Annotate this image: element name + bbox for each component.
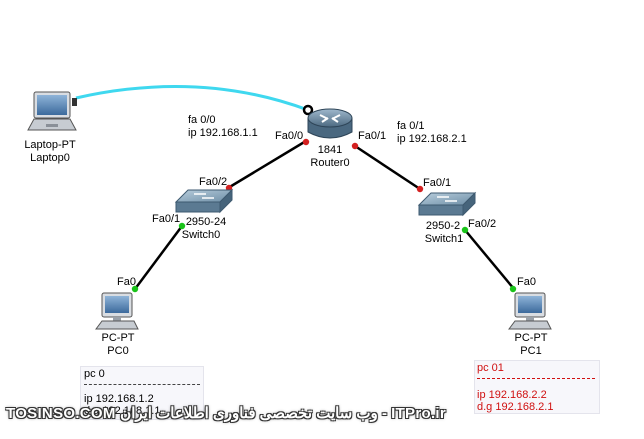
pc1-note-box[interactable] xyxy=(474,360,600,414)
router-name-label: Router0 xyxy=(310,157,350,169)
switch-icon[interactable] xyxy=(417,191,477,217)
laptop-name-label: Laptop0 xyxy=(30,152,70,164)
link-light-sw0-fa01 xyxy=(178,222,186,230)
cable-switch1-pc1[interactable] xyxy=(464,229,515,290)
link-light-router-fa01 xyxy=(351,142,359,150)
port-label-sw1-fa01: Fa0/1 xyxy=(423,177,452,189)
cable-switch0-pc0[interactable] xyxy=(133,225,184,290)
pc0-name-label: PC0 xyxy=(107,345,129,357)
link-light-pc0-fa0 xyxy=(131,285,139,293)
pc0-note-dg: d.g 192.168.1.1 xyxy=(84,405,161,417)
pc0-note-box[interactable] xyxy=(80,366,204,420)
pc0-note-ip: ip 192.168.1.2 xyxy=(84,393,154,405)
pc1-name-label: PC1 xyxy=(520,345,542,357)
pc1-type-label: PC-PT xyxy=(514,332,548,344)
port-label-router-fa00: Fa0/0 xyxy=(275,130,304,142)
pc0-note-title: pc 0 xyxy=(84,368,105,380)
console-connector xyxy=(302,104,314,116)
pc1-note-ip: ip 192.168.2.2 xyxy=(477,389,547,401)
pc1-note-dg: d.g 192.168.2.1 xyxy=(477,401,554,413)
console-cable[interactable] xyxy=(75,85,309,112)
laptop-icon[interactable] xyxy=(27,91,77,131)
pc0-type-label: PC-PT xyxy=(101,332,135,344)
switch0-model-label: 2950-24 xyxy=(185,216,227,228)
link-light-pc1-fa0 xyxy=(509,285,517,293)
pc1-note-title: pc 01 xyxy=(477,362,504,374)
link-light-sw1-fa01 xyxy=(416,185,424,193)
pc-icon[interactable] xyxy=(508,292,552,330)
port-label-pc1-fa0: Fa0 xyxy=(517,276,536,288)
laptop-type-label: Laptop-PT xyxy=(24,139,76,151)
port-label-sw0-fa01: Fa0/1 xyxy=(152,213,181,225)
pc1-note-divider xyxy=(477,378,595,379)
switch-icon[interactable] xyxy=(174,188,234,214)
watermark-text: TOSINSO.COM وب سایت تخصصی فناوری اطلاعات… xyxy=(6,405,447,422)
pc0-note-divider xyxy=(84,384,200,385)
router-note-left-iface: fa 0/0 xyxy=(188,114,216,126)
port-label-sw0-fa02: Fa0/2 xyxy=(199,176,228,188)
switch1-model-label: 2950-2 xyxy=(425,220,461,232)
router-note-right-iface: fa 0/1 xyxy=(397,120,425,132)
port-label-pc0-fa0: Fa0 xyxy=(117,276,136,288)
switch0-name-label: Switch0 xyxy=(181,229,221,241)
cable-router-switch0[interactable] xyxy=(227,139,307,190)
link-light-router-fa00 xyxy=(302,138,310,146)
link-light-sw1-fa02 xyxy=(461,226,469,234)
router-model-label: 1841 xyxy=(317,144,343,156)
router-note-right-ip: ip 192.168.2.1 xyxy=(397,133,467,145)
port-label-router-fa01: Fa0/1 xyxy=(358,130,387,142)
pc-icon[interactable] xyxy=(95,292,139,330)
router-note-left-ip: ip 192.168.1.1 xyxy=(188,127,258,139)
cable-router-switch1[interactable] xyxy=(354,144,421,191)
router-icon[interactable] xyxy=(307,108,353,139)
port-label-sw1-fa02: Fa0/2 xyxy=(468,218,497,230)
switch1-name-label: Switch1 xyxy=(424,233,464,245)
